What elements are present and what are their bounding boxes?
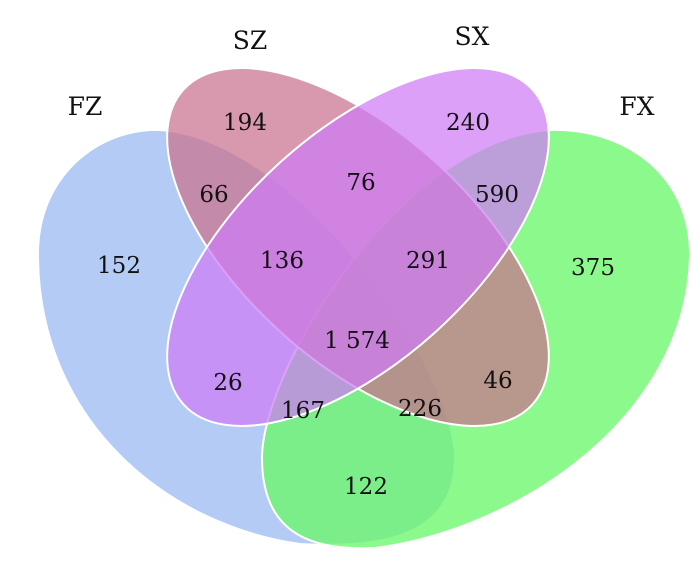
- region-sz-sx-fx: 291: [406, 248, 450, 274]
- region-all-four: 1 574: [324, 328, 390, 354]
- region-fz-sz-sx: 136: [260, 248, 304, 274]
- region-fz-fx: 122: [344, 474, 388, 500]
- region-sz-sx: 76: [346, 170, 375, 196]
- set-label-sx: SX: [455, 22, 490, 51]
- region-sz-only: 194: [223, 110, 267, 136]
- region-fz-sx-fx: 167: [281, 398, 325, 424]
- region-sx-fx: 590: [475, 182, 519, 208]
- set-label-fx: FX: [619, 92, 654, 121]
- region-fz-sx: 26: [213, 370, 242, 396]
- region-sx-only: 240: [446, 110, 490, 136]
- region-fz-sz-fx: 226: [398, 396, 442, 422]
- set-label-fz: FZ: [68, 92, 103, 121]
- region-fx-only: 375: [571, 255, 615, 281]
- venn-ellipses: [36, 67, 692, 550]
- set-label-sz: SZ: [233, 26, 268, 55]
- region-sz-fx: 46: [483, 368, 512, 394]
- region-fz-sz: 66: [199, 182, 228, 208]
- set-sx-shape: [166, 67, 550, 427]
- region-fz-only: 152: [97, 253, 141, 279]
